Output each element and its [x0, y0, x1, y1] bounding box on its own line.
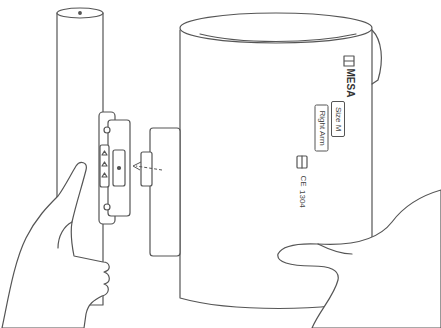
left-hand: [2, 163, 109, 328]
notified-body-number: 1304: [298, 190, 306, 208]
thumb-crease: [318, 244, 352, 254]
device-socket: [108, 120, 130, 216]
cuff-flap: [372, 30, 381, 84]
brand-logo: [344, 56, 354, 66]
socket-pin: [118, 167, 121, 170]
device-top: [57, 8, 103, 18]
brand-name: MESA: [344, 69, 354, 98]
cuff-plate: [150, 128, 180, 256]
label-box: Size M: [331, 101, 345, 137]
cert-mark: CE: [298, 176, 306, 187]
label-text: Right Arm: [317, 111, 325, 146]
cuff-inner-rim: [200, 34, 356, 42]
socket-slot: [113, 150, 125, 186]
device-hole: [79, 12, 82, 15]
manual-icon-spine: [301, 156, 302, 168]
manual-icon: [297, 156, 307, 168]
hand-crease: [58, 222, 72, 248]
keypad-arrows: [102, 151, 107, 177]
insert-arrowhead: [133, 162, 141, 170]
label-box: Right Arm: [314, 105, 328, 152]
cuff-tab: [141, 152, 152, 186]
cuff-top: [180, 13, 372, 43]
device-button: [104, 204, 110, 210]
label-text: Size M: [334, 107, 342, 131]
right-hand: [278, 190, 441, 328]
device-button: [104, 127, 110, 133]
device-keypad: [100, 145, 109, 187]
